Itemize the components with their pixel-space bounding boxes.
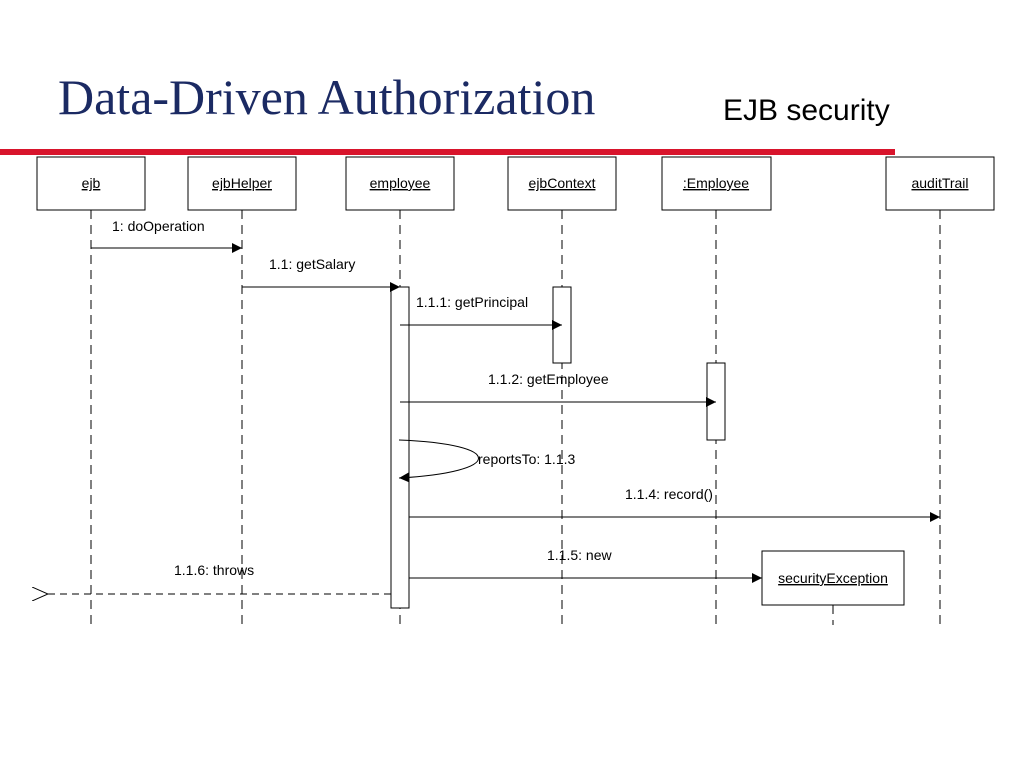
ejbhelper-object-box [187,156,297,211]
message-label-getsalary: 1.1: getSalary [269,256,355,272]
slide-subtitle: EJB security [723,94,890,127]
employee-object-box [345,156,455,211]
ejbcontext-object-box [507,156,617,211]
ejbcontext-object-label: ejbContext [529,175,596,191]
message-label-new: 1.1.5: new [547,547,612,563]
message-label-throws: 1.1.6: throws [174,562,254,578]
message-label-getprincipal: 1.1.1: getPrincipal [416,294,528,310]
ejbhelper-object-label: ejbHelper [212,175,272,191]
securityexception-object-label: securityException [778,570,888,586]
audittrail-object-box [885,156,995,211]
message-label-dooperation: 1: doOperation [112,218,205,234]
message-arrow-reportsto [398,439,479,483]
message-label-reportsto: reportsTo: 1.1.3 [478,451,575,467]
slide-title: Data-Driven Authorization [58,69,596,125]
securityexception-object-box [761,550,905,606]
audittrail-object-label: auditTrail [911,175,968,191]
employee-instance-object-label: :Employee [683,175,749,191]
employee-object-label: employee [370,175,431,191]
employee-activation-bar [390,286,410,609]
title-divider [0,149,895,155]
employee-instance-object-box [661,156,772,211]
message-label-record: 1.1.4: record() [625,486,713,502]
message-label-getemployee: 1.1.2: getEmployee [488,371,609,387]
ejb-object-label: ejb [82,175,101,191]
ejb-object-box [36,156,146,211]
